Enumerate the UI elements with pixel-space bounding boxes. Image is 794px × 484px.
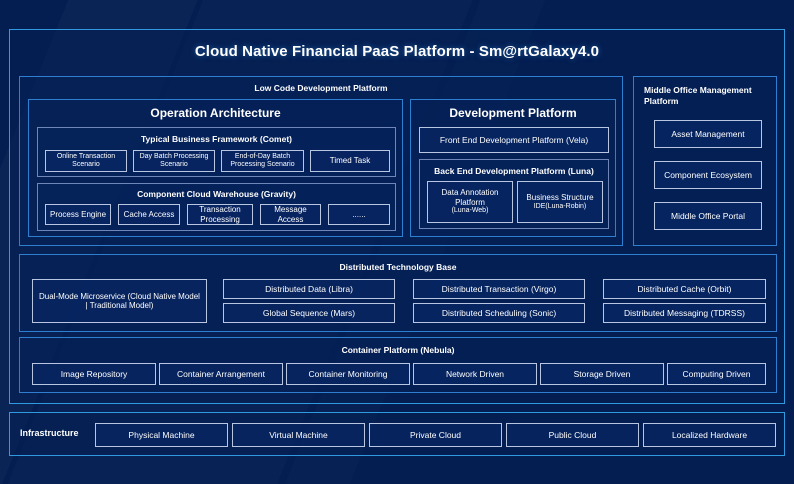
development-platform-panel: Development Platform Front End Developme…	[410, 99, 616, 237]
container-item-container-monitoring[interactable]: Container Monitoring	[286, 363, 410, 385]
infrastructure-item-public-cloud[interactable]: Public Cloud	[506, 423, 639, 447]
infrastructure-item-virtual-machine[interactable]: Virtual Machine	[232, 423, 365, 447]
warehouse-item-cache-access[interactable]: Cache Access	[118, 204, 180, 225]
distributed-item-global-sequence[interactable]: Global Sequence (Mars)	[223, 303, 395, 323]
container-platform-panel: Container Platform (Nebula) Image Reposi…	[19, 337, 777, 393]
distributed-item-distributed-scheduling[interactable]: Distributed Scheduling (Sonic)	[413, 303, 585, 323]
middle-office-item-component-ecosystem[interactable]: Component Ecosystem	[654, 161, 762, 189]
back-end-item-data-annotation[interactable]: Data Annotation Platform (Luna-Web)	[427, 181, 513, 223]
component-cloud-warehouse-panel: Component Cloud Warehouse (Gravity) Proc…	[37, 183, 396, 231]
distributed-item-distributed-cache[interactable]: Distributed Cache (Orbit)	[603, 279, 766, 299]
middle-office-header: Middle Office Management Platform	[644, 85, 752, 107]
distributed-technology-base-panel: Distributed Technology Base Dual-Mode Mi…	[19, 254, 777, 332]
business-framework-header: Typical Business Framework (Comet)	[141, 134, 292, 144]
framework-item-end-of-day-batch[interactable]: End-of-Day Batch Processing Scenario	[221, 150, 304, 172]
warehouse-item-transaction-processing[interactable]: Transaction Processing	[187, 204, 253, 225]
warehouse-item-process-engine[interactable]: Process Engine	[45, 204, 111, 225]
typical-business-framework-panel: Typical Business Framework (Comet) Onlin…	[37, 127, 396, 177]
warehouse-item-more[interactable]: ......	[328, 204, 390, 225]
container-item-image-repository[interactable]: Image Repository	[32, 363, 156, 385]
distributed-item-dual-mode-microservice[interactable]: Dual-Mode Microservice (Cloud Native Mod…	[32, 279, 207, 323]
middle-office-item-middle-office-portal[interactable]: Middle Office Portal	[654, 202, 762, 230]
infrastructure-panel: Infrastructure Physical Machine Virtual …	[9, 412, 785, 456]
back-end-development-platform-panel: Back End Development Platform (Luna) Dat…	[419, 159, 609, 229]
operation-architecture-header: Operation Architecture	[150, 106, 281, 120]
data-annotation-sub: (Luna-Web)	[451, 207, 489, 215]
infrastructure-item-localized-hardware[interactable]: Localized Hardware	[643, 423, 776, 447]
cloud-warehouse-header: Component Cloud Warehouse (Gravity)	[137, 189, 296, 199]
container-item-container-arrangement[interactable]: Container Arrangement	[159, 363, 283, 385]
infrastructure-label: Infrastructure	[20, 428, 79, 438]
distributed-base-header: Distributed Technology Base	[339, 262, 457, 272]
distributed-item-distributed-data[interactable]: Distributed Data (Libra)	[223, 279, 395, 299]
low-code-header: Low Code Development Platform	[254, 83, 388, 93]
low-code-development-platform-panel: Low Code Development Platform Operation …	[19, 76, 623, 246]
infrastructure-item-physical-machine[interactable]: Physical Machine	[95, 423, 228, 447]
page-title: Cloud Native Financial PaaS Platform - S…	[194, 43, 600, 60]
front-end-development-platform-box[interactable]: Front End Development Platform (Vela)	[419, 127, 609, 153]
distributed-item-distributed-messaging[interactable]: Distributed Messaging (TDRSS)	[603, 303, 766, 323]
framework-item-day-batch[interactable]: Day Batch Processing Scenario	[133, 150, 215, 172]
business-structure-name: Business Structure	[526, 193, 594, 203]
operation-architecture-panel: Operation Architecture Typical Business …	[28, 99, 403, 237]
business-structure-sub: IDE(Luna-Robin)	[533, 202, 587, 210]
framework-item-timed-task[interactable]: Timed Task	[310, 150, 390, 172]
distributed-item-distributed-transaction[interactable]: Distributed Transaction (Virgo)	[413, 279, 585, 299]
container-platform-header: Container Platform (Nebula)	[341, 345, 455, 355]
warehouse-item-message-access[interactable]: Message Access	[260, 204, 321, 225]
infrastructure-item-private-cloud[interactable]: Private Cloud	[369, 423, 502, 447]
back-end-item-business-structure[interactable]: Business Structure IDE(Luna-Robin)	[517, 181, 603, 223]
framework-item-online-transaction[interactable]: Online Transaction Scenario	[45, 150, 127, 172]
data-annotation-name: Data Annotation Platform	[441, 188, 499, 207]
container-item-storage-driven[interactable]: Storage Driven	[540, 363, 664, 385]
back-end-header: Back End Development Platform (Luna)	[434, 166, 594, 176]
main-platform-panel: Cloud Native Financial PaaS Platform - S…	[9, 29, 785, 404]
middle-office-management-panel: Middle Office Management Platform Asset …	[633, 76, 777, 246]
container-item-network-driven[interactable]: Network Driven	[413, 363, 537, 385]
middle-office-item-asset-management[interactable]: Asset Management	[654, 120, 762, 148]
development-platform-header: Development Platform	[449, 106, 577, 120]
container-item-computing-driven[interactable]: Computing Driven	[667, 363, 766, 385]
